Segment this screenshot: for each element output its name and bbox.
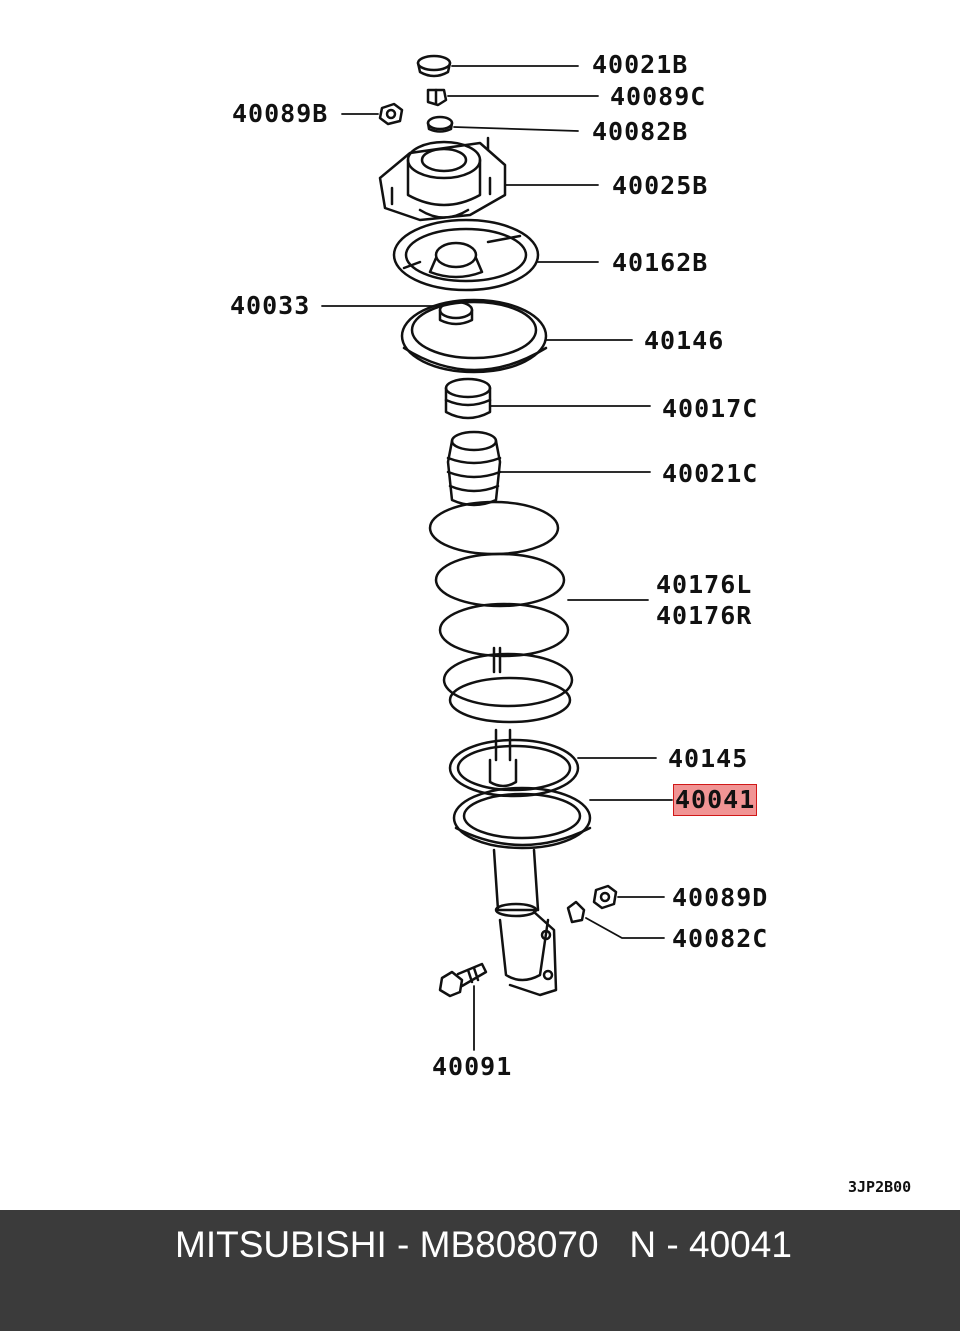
side-nut-part [378,102,404,126]
label-40145: 40145 [668,744,749,773]
upper-spring-seat-part [392,218,540,292]
lower-nut-part [592,884,618,910]
dust-cover-part [446,430,502,507]
bump-stopper-part [444,377,492,420]
label-40176L: 40176L [656,570,753,599]
label-40025B: 40025B [612,171,709,200]
coil-spring-part [428,500,574,724]
label-40017C: 40017C [662,394,759,423]
label-40091: 40091 [432,1052,513,1081]
bolt-part [438,962,488,998]
dust-cap-part [416,54,452,78]
label-40089D: 40089D [672,883,769,912]
label-40089C: 40089C [610,82,707,111]
spring-pad-part [448,738,580,798]
label-40033: 40033 [230,291,311,320]
lower-washer-part [566,900,586,924]
strut-body-part [492,848,558,997]
label-40041-highlighted: 40041 [672,784,758,816]
washer-part [426,115,454,133]
top-nut-part [426,88,448,107]
label-40021C: 40021C [662,459,759,488]
footer-bar [0,1210,960,1331]
diagram-code: 3JP2B00 [848,1178,912,1196]
lower-spring-seat-part [452,786,592,850]
label-40146: 40146 [644,326,725,355]
insulator-part [400,298,548,374]
label-40021B: 40021B [592,50,689,79]
label-40082B: 40082B [592,117,689,146]
label-40089B: 40089B [232,99,329,128]
label-40162B: 40162B [612,248,709,277]
upper-mount-part [378,136,507,222]
label-40082C: 40082C [672,924,769,953]
label-40176R: 40176R [656,601,753,630]
strut-assembly-diagram [321,54,673,1051]
footer-caption: MITSUBISHI - MB808070 N - 40041 [175,1224,792,1265]
